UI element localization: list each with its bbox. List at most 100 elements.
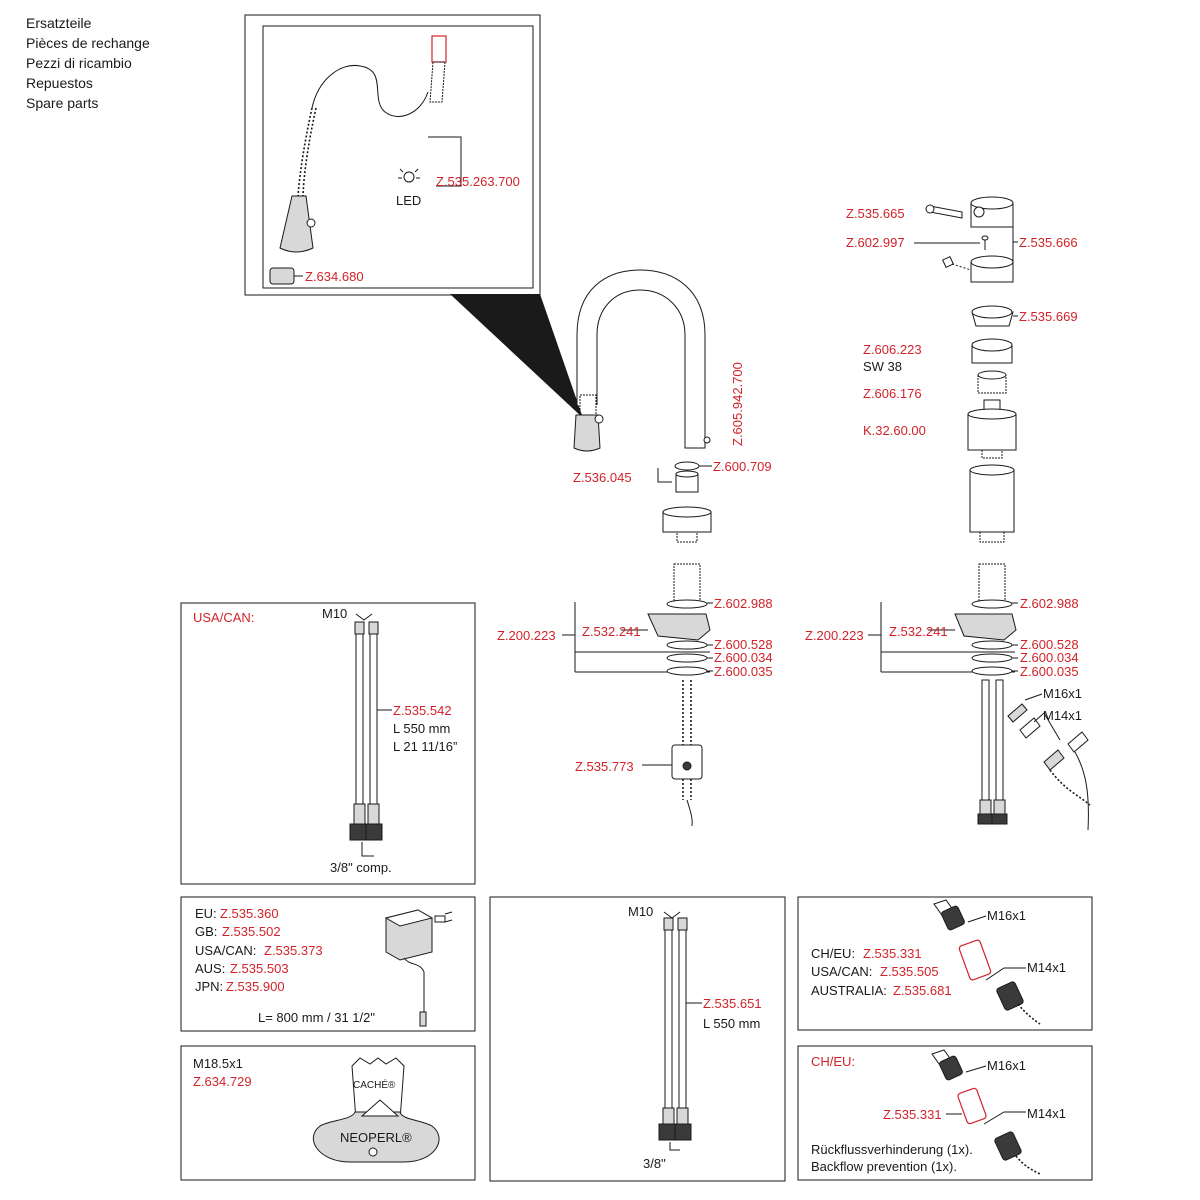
- washer-1: [666, 640, 708, 650]
- aerator-part-number: Z.634.680: [305, 269, 364, 284]
- nut-part-number: Z.606.223: [863, 342, 922, 357]
- handle-thread-2-label: M14x1: [1043, 708, 1082, 723]
- key-part-number: Z.634.729: [193, 1074, 252, 1089]
- supply-hose-length: L 550 mm: [703, 1016, 760, 1031]
- power-region-usa: USA/CAN:: [195, 943, 256, 958]
- usa-can-frame: [180, 602, 476, 885]
- cartridge-part-number: K.32.60.00: [863, 423, 926, 438]
- ring-part-number: Z.606.176: [863, 386, 922, 401]
- power-region-eu: EU:: [195, 906, 217, 921]
- bulb-icon: [398, 168, 420, 183]
- header-languages: Ersatzteile Pièces de rechange Pezzi di …: [26, 15, 150, 111]
- backflow-nut-top: [939, 1055, 963, 1081]
- spout-screw-part-number: Z.605.942.700: [730, 362, 745, 446]
- usa-hose-length-in: L 21 11/16”: [393, 739, 457, 754]
- spray-button: [306, 218, 316, 228]
- power-region-aus: AUS:: [195, 961, 225, 976]
- handle-thread-1-label: M16x1: [1043, 686, 1082, 701]
- check-valve-insert: [958, 939, 992, 981]
- supply-hose-frame: [489, 896, 786, 1182]
- washer-top-part-number: Z.602.988: [714, 596, 773, 611]
- cable-length-label: L= 800 mm / 31 1/2": [258, 1010, 375, 1025]
- supply-hose-box: M10 Z.535.651 L 550 mm 3/8": [489, 896, 786, 1182]
- aerator-key-icon: [313, 1057, 440, 1163]
- washer-3: [666, 666, 708, 676]
- backflow-thread-2-label: M14x1: [1027, 1106, 1066, 1121]
- check-part-usa: Z.535.505: [880, 964, 939, 979]
- spray-cable: [311, 64, 429, 117]
- led-label: LED: [396, 193, 421, 208]
- oring-top: [674, 461, 700, 471]
- assembly-part-number: Z.200.223: [497, 628, 556, 643]
- power-supply-box: EU: Z.535.360 GB: Z.535.502 USA/CAN: Z.5…: [180, 896, 476, 1032]
- spray-hose: [297, 107, 313, 197]
- check-region-aus: AUSTRALIA:: [811, 983, 887, 998]
- backflow-valve-insert: [957, 1087, 987, 1125]
- usa-can-title: USA/CAN:: [193, 610, 254, 625]
- weight-part-number: Z.535.773: [575, 759, 634, 774]
- usa-hose-part-number: Z.535.542: [393, 703, 452, 718]
- usa-connection-label: 3/8" comp.: [330, 860, 392, 875]
- check-thread-2-label: M14x1: [1027, 960, 1066, 975]
- spray-head: [279, 195, 314, 253]
- handle-washer-3-part-number: Z.600.035: [1020, 664, 1079, 679]
- check-connector-bottom: [996, 981, 1024, 1011]
- washer-3-part-number: Z.600.035: [714, 664, 773, 679]
- power-part-usa: Z.535.373: [264, 943, 323, 958]
- backflow-thread-1-label: M16x1: [987, 1058, 1026, 1073]
- supply-thread-label: M10: [628, 904, 653, 919]
- washer-top: [666, 599, 708, 609]
- spout-screw: [703, 436, 711, 444]
- lever-pin: [929, 205, 963, 219]
- usa-hose-left: [355, 633, 364, 805]
- power-part-eu: Z.535.360: [220, 906, 279, 921]
- key-thread-label: M18.5x1: [193, 1056, 243, 1071]
- supply-hose-part-number: Z.535.651: [703, 996, 762, 1011]
- header-line-it: Pezzi di ricambio: [26, 55, 132, 71]
- detail-callout-pointer: [450, 294, 583, 418]
- backflow-note-en: Backflow prevention (1x).: [811, 1159, 957, 1174]
- mounting-bracket: [647, 613, 711, 641]
- washer-1-part-number: Z.600.528: [714, 637, 773, 652]
- led-part-number: Z.535.263.700: [436, 174, 520, 189]
- power-region-gb: GB:: [195, 924, 217, 939]
- handle-bracket-part-number: Z.532.241: [889, 624, 948, 639]
- body-sleeve: [969, 469, 1015, 533]
- handle-washer-1-part-number: Z.600.528: [1020, 637, 1079, 652]
- backflow-title: CH/EU:: [811, 1054, 855, 1069]
- backflow-box: CH/EU: M16x1 Z.535.331 M14x1 Rückflussve…: [797, 1045, 1093, 1181]
- led-insert: [431, 35, 447, 63]
- connector-m14: [1043, 749, 1065, 771]
- supply-connection-label: 3/8": [643, 1156, 666, 1171]
- supply-hose-b: [678, 929, 687, 1109]
- nut-size-label: SW 38: [863, 359, 902, 374]
- handle-washer-2-part-number: Z.600.034: [1020, 650, 1079, 665]
- backflow-connector-bottom: [994, 1131, 1022, 1161]
- supply-hose-right: [995, 679, 1004, 801]
- header-line-en: Spare parts: [26, 95, 98, 111]
- handle-screw-part-number: Z.602.997: [846, 235, 905, 250]
- handle-washer-top-part-number: Z.602.988: [1020, 596, 1079, 611]
- washer-2-part-number: Z.600.034: [714, 650, 773, 665]
- check-part-aus: Z.535.681: [893, 983, 952, 998]
- check-valve-box: M16x1 M14x1 CH/EU: Z.535.331 USA/CAN: Z.…: [797, 896, 1093, 1031]
- washer-2: [666, 653, 708, 663]
- power-region-jpn: JPN:: [195, 979, 223, 994]
- lever-part-number: Z.535.665: [846, 206, 905, 221]
- supply-hose-a: [664, 929, 673, 1109]
- key-brand-bottom: NEOPERL®: [340, 1130, 412, 1145]
- usa-thread-label: M10: [322, 606, 347, 621]
- header-line-de: Ersatzteile: [26, 15, 92, 31]
- handle-cartridge-assembly: Z.535.665 Z.535.666 Z.602.997 Z.535.669 …: [805, 196, 1091, 831]
- faucet-spray-head: [573, 414, 601, 452]
- power-part-gb: Z.535.502: [222, 924, 281, 939]
- oring-part-number: Z.600.709: [713, 459, 772, 474]
- connector-m16: [1007, 703, 1028, 723]
- faucet-assembly: Z.605.942.700 Z.600.709 Z.536.045 Z.602.…: [497, 269, 773, 827]
- check-region-ch: CH/EU:: [811, 946, 855, 961]
- header-line-fr: Pièces de rechange: [26, 35, 150, 51]
- handle-assembly-part-number: Z.200.223: [805, 628, 864, 643]
- led-leader: [428, 136, 462, 187]
- aerator-key-box: M18.5x1 Z.634.729 CACHÉ® NEOPERL®: [180, 1045, 476, 1181]
